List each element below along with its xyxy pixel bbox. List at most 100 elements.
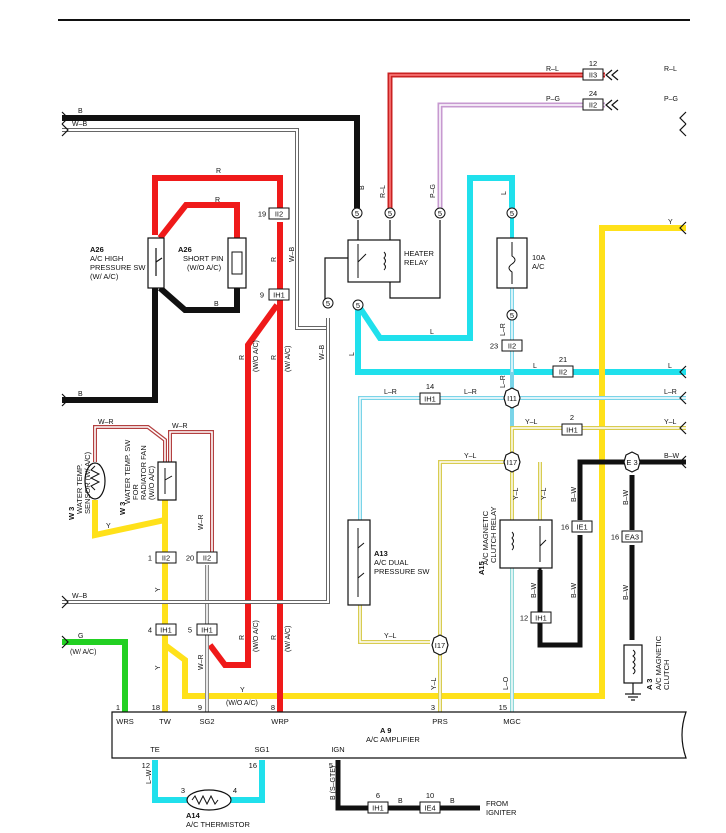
wire-r-a26 — [152, 175, 283, 235]
a13-l2: PRESSURE SW — [374, 567, 430, 576]
igniter-l1: FROM — [486, 799, 508, 808]
label-w-ac-2: (W/ A/C) — [285, 626, 292, 652]
label-b-short: B — [214, 301, 219, 308]
svg-text:IE4: IE4 — [424, 804, 435, 813]
label-wo-ac-2: (W/O A/C) — [253, 620, 260, 652]
pin-19: 19 — [258, 210, 266, 219]
svg-text:II2: II2 — [559, 368, 567, 377]
svg-text:II2: II2 — [589, 101, 597, 110]
label-yl-upper: Y–L — [525, 419, 538, 426]
amp-pin-tw: 18 — [152, 703, 160, 712]
a15-l1: A/C MAGNETIC — [481, 510, 490, 565]
a9-l1: A/C AMPLIFIER — [366, 735, 420, 744]
w3-sw-l2: FOR — [131, 484, 140, 500]
svg-text:5: 5 — [356, 301, 360, 310]
label-wr-1: W–R — [98, 419, 114, 426]
w3-sensor-l1: WATER TEMP. — [75, 464, 84, 514]
label-wb-vert: W–B — [289, 247, 296, 263]
connector-ih1-y — [155, 623, 177, 636]
label-l-relay: L — [430, 329, 434, 336]
connector-ii2-wr — [196, 551, 218, 564]
thermistor-pin-right: 4 — [233, 786, 237, 795]
connector-ea3 — [621, 530, 643, 543]
wire-r-wo-ac — [207, 303, 280, 668]
junction-i17-bottom: I17 — [431, 634, 449, 656]
a26-high-l2: PRESSURE SW — [90, 263, 146, 272]
wire-rl — [387, 72, 605, 208]
right-label-yl: Y–L — [664, 419, 677, 426]
amp-pin-wrp: 8 — [271, 703, 275, 712]
connector-ie1 — [571, 520, 593, 533]
junction-i17-top-label: I17 — [507, 458, 517, 467]
amp-pin-te: 12 — [142, 761, 150, 770]
connector-ii3-label: II3 — [589, 71, 597, 80]
pin-5: 5 — [188, 626, 192, 635]
w3-sensor-id: W 3 — [67, 507, 76, 520]
pin-21: 21 — [559, 355, 567, 364]
svg-text:5: 5 — [510, 209, 514, 218]
label-wr-3: W–R — [198, 514, 205, 530]
label-y-4: Y — [240, 687, 245, 694]
heater-relay-l1: HEATER — [404, 249, 434, 258]
a26-short-l2: (W/O A/C) — [187, 263, 222, 272]
a26-high-l1: A/C HIGH — [90, 254, 123, 263]
label-b-sgte: B (S–GTE) — [330, 766, 337, 800]
wire-l-right — [355, 305, 686, 375]
node-5-rl: 5 — [384, 207, 396, 219]
terminal-sg2: SG2 — [199, 717, 214, 726]
node-5-relay-bottom: 5 — [352, 299, 364, 311]
edge-chevrons — [61, 69, 687, 649]
label-lr-left: L–R — [384, 389, 397, 396]
right-label-pg: P–G — [664, 96, 678, 103]
junction-i11-label: I11 — [507, 394, 517, 403]
right-label-pg-inner: P–G — [546, 96, 560, 103]
a3-l1: A/C MAGNETIC — [654, 635, 663, 690]
pin-16b: 16 — [611, 533, 619, 542]
a14-l1: A/C THERMISTOR — [186, 820, 250, 829]
label-r-w2: R — [271, 635, 278, 640]
svg-text:II2: II2 — [203, 554, 211, 563]
label-rl-vert: R–L — [380, 185, 387, 198]
label-y-2: Y — [155, 665, 162, 670]
connector-ii2-y — [155, 551, 177, 564]
a3-id: A 3 — [645, 679, 654, 690]
connector-ii2-r — [268, 207, 290, 220]
label-w-ac-1: (W/ A/C) — [285, 346, 292, 372]
a15-id: A15 — [477, 561, 486, 575]
right-label-lr: L–R — [664, 389, 677, 396]
amp-pin-ign: 5 — [329, 761, 333, 770]
pin-16: 16 — [561, 523, 569, 532]
label-wo-ac-3: (W/O A/C) — [226, 700, 258, 707]
label-l-right: L — [533, 363, 537, 370]
left-label-b-mid: B — [78, 391, 83, 398]
water-temp-sensor — [84, 462, 106, 500]
amp-pin-sg1: 16 — [249, 761, 257, 770]
svg-text:II2: II2 — [162, 554, 170, 563]
svg-text:IH1: IH1 — [372, 804, 384, 813]
label-yl-vert2: Y–L — [541, 487, 548, 500]
connector-ii2-pg — [582, 98, 604, 111]
label-lr-fuse2: L–R — [500, 375, 507, 388]
junction-e3-label: E 3 — [626, 458, 637, 467]
svg-text:5: 5 — [326, 299, 330, 308]
label-r-w: R — [271, 355, 278, 360]
label-yl-prs: Y–L — [431, 677, 438, 690]
a14-thermistor — [186, 789, 232, 811]
label-b-vert: B — [359, 185, 366, 190]
wire-g — [62, 639, 128, 712]
a14-id: A14 — [186, 811, 201, 820]
right-label-bw: B–W — [664, 453, 680, 460]
a9-id: A 9 — [380, 726, 391, 735]
wire-pg — [437, 102, 605, 208]
a26-high-id: A26 — [90, 245, 104, 254]
node-5-wb: 5 — [322, 297, 334, 309]
label-lr-fuse: L–R — [500, 323, 507, 336]
amp-pin-prs: 3 — [431, 703, 435, 712]
pin-1: 1 — [148, 554, 152, 563]
pin-12b: 12 — [520, 614, 528, 623]
connector-ii2-l — [552, 365, 574, 378]
amp-pin-mgc: 15 — [499, 703, 507, 712]
label-bw-e3: B–W — [623, 489, 630, 505]
igniter-l2: IGNITER — [486, 808, 517, 817]
